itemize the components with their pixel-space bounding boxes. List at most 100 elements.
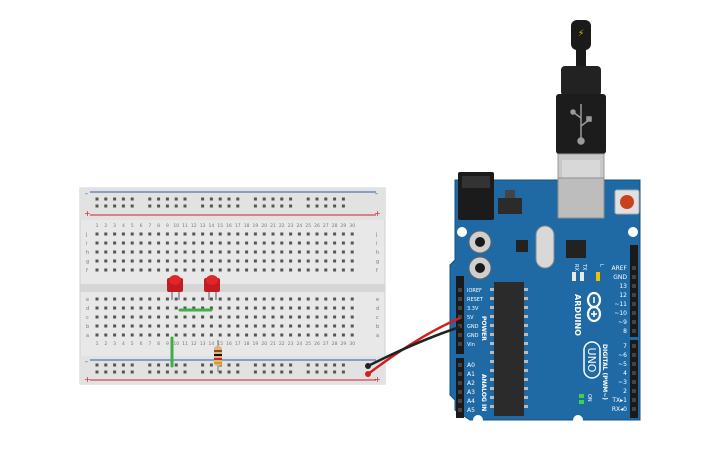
rail-hole[interactable] [183,204,187,208]
rail-hole[interactable] [253,363,257,367]
terminal-hole[interactable] [157,324,161,328]
terminal-hole[interactable] [333,241,337,245]
terminal-hole[interactable] [157,297,161,301]
terminal-hole[interactable] [253,259,257,263]
rail-hole[interactable] [130,363,134,367]
terminal-hole[interactable] [148,241,152,245]
terminal-hole[interactable] [148,333,152,337]
terminal-hole[interactable] [148,297,152,301]
terminal-hole[interactable] [104,232,108,236]
terminal-hole[interactable] [253,315,257,319]
terminal-hole[interactable] [245,315,249,319]
red-wire-5v[interactable] [367,316,461,376]
rail-hole[interactable] [121,370,125,374]
terminal-hole[interactable] [236,315,240,319]
rail-hole[interactable] [315,370,319,374]
terminal-hole[interactable] [333,333,337,337]
terminal-hole[interactable] [341,297,345,301]
terminal-hole[interactable] [324,333,328,337]
terminal-hole[interactable] [245,241,249,245]
red-led-2[interactable] [204,275,220,300]
terminal-hole[interactable] [157,259,161,263]
digital-header-bottom[interactable] [630,340,638,418]
terminal-hole[interactable] [218,297,222,301]
rail-hole[interactable] [306,370,310,374]
terminal-hole[interactable] [350,268,354,272]
terminal-hole[interactable] [341,324,345,328]
header-pin[interactable] [458,333,462,337]
terminal-hole[interactable] [218,268,222,272]
terminal-hole[interactable] [201,324,205,328]
terminal-hole[interactable] [271,268,275,272]
terminal-hole[interactable] [333,297,337,301]
rail-hole[interactable] [341,197,345,201]
terminal-hole[interactable] [306,268,310,272]
rail-hole[interactable] [227,197,231,201]
terminal-hole[interactable] [165,315,169,319]
header-pin[interactable] [632,293,636,297]
terminal-hole[interactable] [209,241,213,245]
rail-hole[interactable] [165,204,169,208]
terminal-hole[interactable] [121,232,125,236]
rail-hole[interactable] [236,363,240,367]
terminal-hole[interactable] [297,324,301,328]
terminal-hole[interactable] [165,241,169,245]
terminal-hole[interactable] [341,315,345,319]
terminal-hole[interactable] [165,333,169,337]
terminal-hole[interactable] [95,315,99,319]
terminal-hole[interactable] [315,315,319,319]
rail-hole[interactable] [95,204,99,208]
terminal-hole[interactable] [104,268,108,272]
terminal-hole[interactable] [95,259,99,263]
terminal-hole[interactable] [236,333,240,337]
header-pin[interactable] [632,353,636,357]
rail-hole[interactable] [113,370,117,374]
rail-hole[interactable] [209,197,213,201]
rail-hole[interactable] [315,204,319,208]
rail-hole[interactable] [165,197,169,201]
terminal-hole[interactable] [192,259,196,263]
terminal-hole[interactable] [183,259,187,263]
terminal-hole[interactable] [95,250,99,254]
terminal-hole[interactable] [350,333,354,337]
rail-hole[interactable] [201,204,205,208]
rail-hole[interactable] [227,204,231,208]
terminal-hole[interactable] [165,232,169,236]
terminal-hole[interactable] [236,241,240,245]
terminal-hole[interactable] [245,259,249,263]
terminal-hole[interactable] [139,306,143,310]
terminal-hole[interactable] [271,241,275,245]
terminal-hole[interactable] [306,241,310,245]
header-pin[interactable] [458,408,462,412]
rail-hole[interactable] [174,370,178,374]
header-pin[interactable] [632,380,636,384]
terminal-hole[interactable] [183,315,187,319]
terminal-hole[interactable] [218,241,222,245]
terminal-hole[interactable] [157,306,161,310]
rail-hole[interactable] [262,204,266,208]
rail-hole[interactable] [183,363,187,367]
terminal-hole[interactable] [324,297,328,301]
black-wire-gnd[interactable] [367,325,461,368]
terminal-hole[interactable] [333,324,337,328]
terminal-hole[interactable] [262,324,266,328]
terminal-hole[interactable] [139,250,143,254]
rail-hole[interactable] [236,204,240,208]
terminal-hole[interactable] [245,250,249,254]
header-pin[interactable] [632,398,636,402]
terminal-hole[interactable] [227,297,231,301]
terminal-hole[interactable] [121,324,125,328]
rail-hole[interactable] [113,204,117,208]
terminal-hole[interactable] [174,268,178,272]
rail-hole[interactable] [227,363,231,367]
terminal-hole[interactable] [157,250,161,254]
terminal-hole[interactable] [192,333,196,337]
terminal-hole[interactable] [315,268,319,272]
terminal-hole[interactable] [289,232,293,236]
terminal-hole[interactable] [245,324,249,328]
rail-hole[interactable] [333,370,337,374]
terminal-hole[interactable] [297,241,301,245]
terminal-hole[interactable] [104,333,108,337]
rail-hole[interactable] [157,204,161,208]
terminal-hole[interactable] [121,315,125,319]
